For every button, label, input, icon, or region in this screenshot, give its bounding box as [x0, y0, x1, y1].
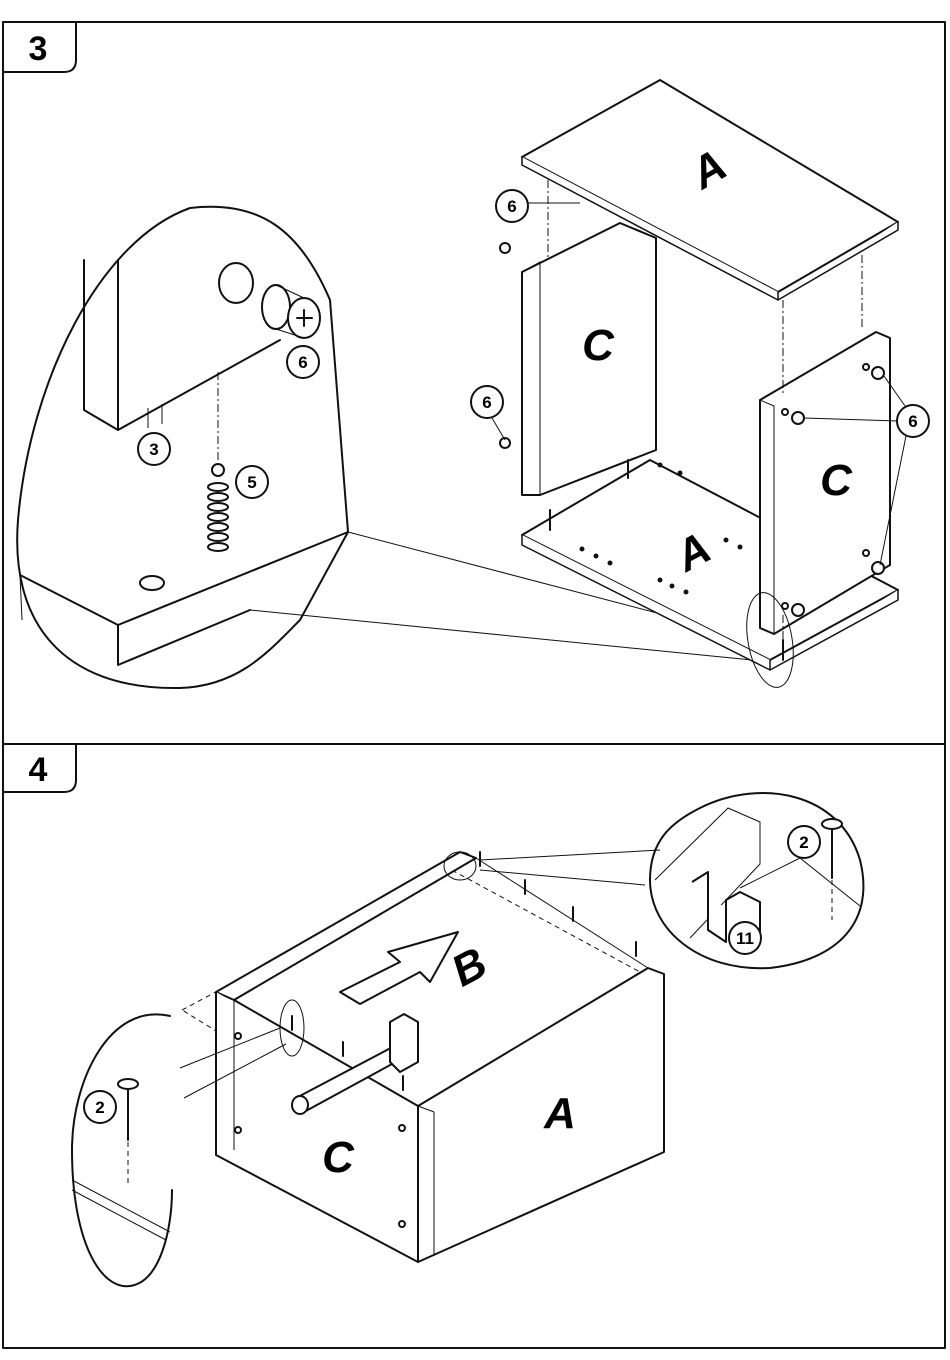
callout-11: 11 — [729, 922, 761, 954]
step-4-left-detail: 2 — [72, 1014, 172, 1286]
svg-text:C: C — [820, 456, 853, 505]
svg-text:6: 6 — [482, 393, 491, 412]
direction-arrow-icon — [340, 932, 458, 1004]
svg-text:C: C — [582, 321, 615, 370]
cam-lock-icon — [262, 285, 320, 338]
svg-text:C: C — [322, 1133, 355, 1182]
svg-text:6: 6 — [298, 353, 307, 372]
step-4-right-detail: 2 11 — [650, 793, 863, 968]
step-4-drawer: C A B — [180, 850, 664, 1262]
svg-text:2: 2 — [95, 1098, 104, 1117]
svg-text:11: 11 — [736, 929, 754, 948]
screw-icon — [822, 819, 842, 920]
svg-text:3: 3 — [149, 440, 158, 459]
callout-2-left: 2 — [84, 1091, 116, 1123]
dowel-hole-icon — [140, 576, 164, 590]
svg-text:B: B — [444, 938, 495, 996]
callout-3-detail: 3 — [138, 433, 170, 465]
step-3-number: 3 — [29, 30, 48, 68]
svg-text:6: 6 — [908, 412, 917, 431]
screw-icon — [118, 1079, 138, 1185]
svg-text:6: 6 — [507, 197, 516, 216]
left-side-panel-c: C — [500, 223, 656, 495]
svg-text:5: 5 — [247, 473, 256, 492]
callout-2-right: 2 — [788, 826, 820, 858]
cam-hole-icon — [219, 263, 253, 303]
callout-6-top: 6 — [496, 190, 580, 222]
step-4-number: 4 — [29, 751, 48, 789]
svg-text:A: A — [543, 1089, 576, 1138]
svg-text:2: 2 — [799, 833, 808, 852]
step-3-exploded-cabinet: A C A — [471, 80, 929, 691]
callout-6-detail: 6 — [287, 346, 319, 378]
cam-bolt-icon — [208, 372, 228, 551]
callout-6-left: 6 — [471, 386, 505, 440]
callout-5-detail: 5 — [236, 466, 268, 498]
